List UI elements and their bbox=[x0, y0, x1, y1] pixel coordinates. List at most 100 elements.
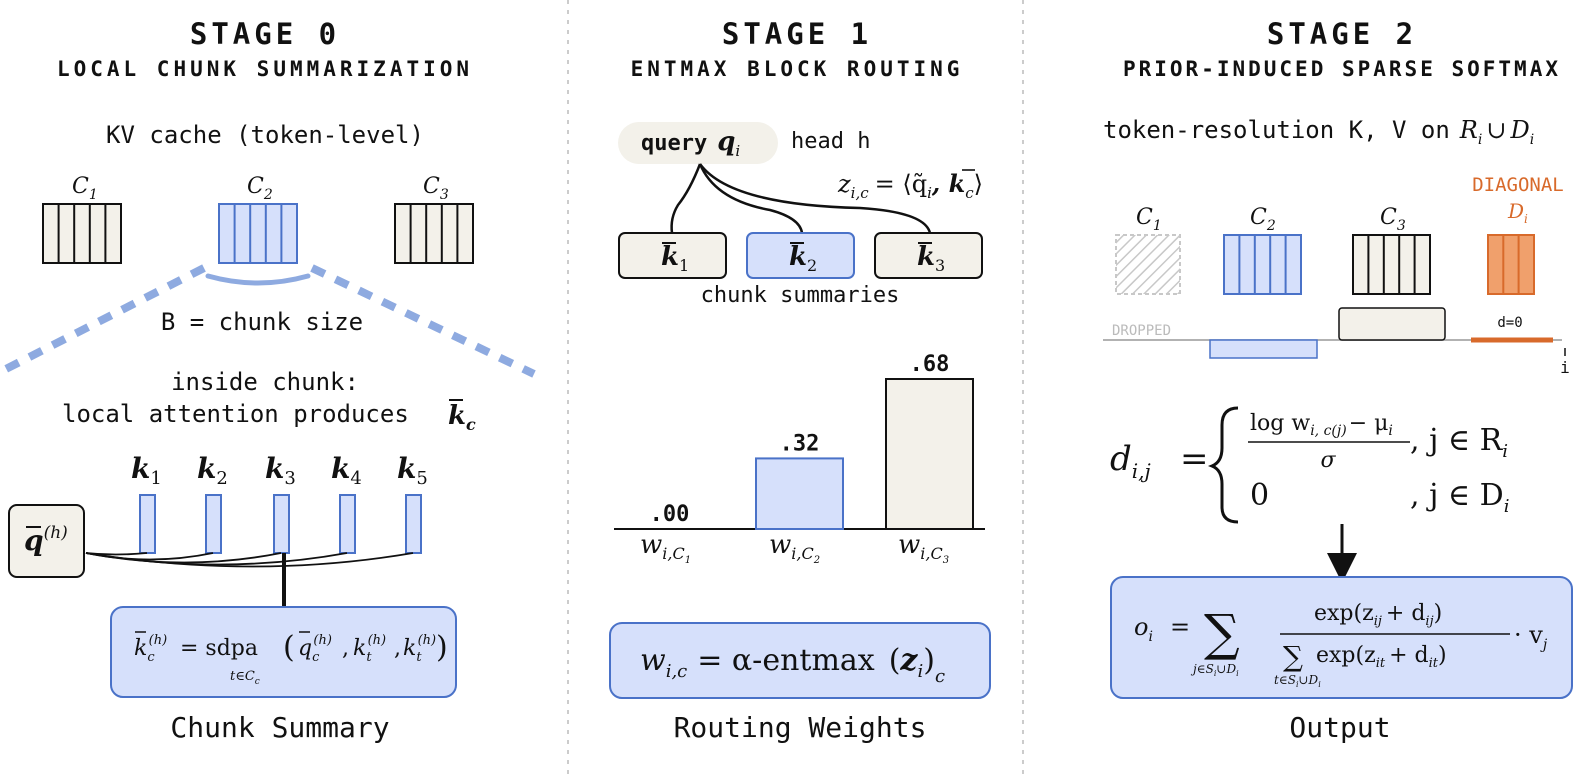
svg-text:oi: oi bbox=[1134, 613, 1153, 645]
summary-box-2 bbox=[746, 232, 855, 279]
query-branches bbox=[670, 163, 932, 234]
stage1-title: STAGE 1 bbox=[722, 17, 872, 51]
dropped-label: DROPPED bbox=[1112, 323, 1171, 339]
svg-text:= sdpa: = sdpa bbox=[180, 636, 258, 661]
svg-text:exp(zit+ dit): exp(zit+ dit) bbox=[1316, 643, 1447, 671]
key-label-2: k2 bbox=[197, 452, 228, 489]
svg-text:qc(h): qc(h) bbox=[298, 633, 332, 665]
output-formula: oi = ∑ j∈Si∪Di exp(zij+ dij) ∑ exp(zit+ … bbox=[1134, 601, 1548, 689]
s2-chunk-block-2 bbox=[1223, 234, 1302, 295]
key-label-5: k5 bbox=[397, 452, 428, 489]
weight-bar-3 bbox=[885, 378, 974, 530]
prior-formula: di,j = log wi, c(j)− μi σ , j ∈ Ri 0 , j… bbox=[1110, 406, 1509, 524]
svg-text:0: 0 bbox=[1250, 478, 1269, 513]
key-bar-2 bbox=[205, 494, 222, 554]
s2-chunk-label-3: C3 bbox=[1380, 205, 1406, 234]
stage1-panel: STAGE 1 ENTMAX BLOCK ROUTING query qi he… bbox=[609, 17, 991, 744]
i-label: i bbox=[1560, 358, 1570, 377]
svg-text:log wi, c(j)− μi: log wi, c(j)− μi bbox=[1250, 411, 1393, 439]
routing-score-formula: zi,c= ⟨q̃i, kc⟩ bbox=[837, 169, 983, 202]
summary-box-1 bbox=[618, 232, 727, 279]
weight-value-1: .00 bbox=[650, 502, 690, 527]
stage2-title: STAGE 2 bbox=[1267, 17, 1417, 51]
svg-text:, j ∈ Di: , j ∈ Di bbox=[1410, 478, 1509, 517]
chunk-size-brace bbox=[205, 273, 311, 286]
key-bar-4 bbox=[339, 494, 356, 554]
svg-text:exp(zij+ dij): exp(zij+ dij) bbox=[1314, 601, 1442, 629]
svg-text:,: , bbox=[342, 636, 349, 661]
kbar-c-symbol: kc bbox=[448, 401, 476, 434]
svg-text:=: = bbox=[1180, 439, 1209, 479]
routing-formula-box bbox=[609, 622, 991, 699]
attention-curves bbox=[85, 552, 414, 568]
chunk-size-label: B = chunk size bbox=[161, 308, 363, 336]
routing-weights-chart: .00 .32 .68 wi,C1 wi,C2 wi,C3 bbox=[614, 352, 985, 566]
svg-text:· vj: · vj bbox=[1514, 621, 1548, 653]
piecewise-brace bbox=[1207, 406, 1239, 524]
stage2-panel: STAGE 2 PRIOR-INDUCED SPARSE SOFTMAX tok… bbox=[1103, 17, 1573, 744]
chunk-label-2: C2 bbox=[247, 174, 273, 203]
chunk-block-2 bbox=[218, 203, 298, 264]
stage0-title: STAGE 0 bbox=[190, 17, 340, 51]
token-resolution-label: token-resolution K, V on Ri∪Di bbox=[1103, 116, 1534, 148]
output-formula-box bbox=[1110, 576, 1573, 699]
diagonal-label: DIAGONAL bbox=[1472, 174, 1564, 196]
kv-cache-label: KV cache (token-level) bbox=[106, 121, 424, 149]
diagonal-symbol: Di bbox=[1507, 199, 1528, 226]
svg-text:σ: σ bbox=[1320, 448, 1336, 473]
chunk-summary-formula: kc(h) = sdpa t∈Cc ( qc(h) , kt(h) , kt(h… bbox=[134, 630, 448, 687]
weight-value-2: .32 bbox=[780, 431, 820, 456]
stage1-subtitle: ENTMAX BLOCK ROUTING bbox=[631, 57, 964, 81]
chunk-block-1 bbox=[42, 203, 122, 264]
dropped-chunk bbox=[1115, 234, 1181, 295]
svg-text:): ) bbox=[436, 630, 448, 665]
svg-text:∑: ∑ bbox=[1283, 640, 1303, 673]
zoom-line-left bbox=[2, 264, 206, 374]
key-bar-1 bbox=[139, 494, 156, 554]
prior-bar-negative bbox=[1209, 339, 1318, 359]
svg-text:di,j: di,j bbox=[1110, 439, 1151, 483]
weight-category-1: wi,C1 bbox=[640, 530, 691, 566]
chunk-query-symbol: q(h) bbox=[24, 523, 68, 557]
weight-bar-2 bbox=[755, 457, 844, 531]
inside-chunk-line1: inside chunk: bbox=[171, 368, 359, 396]
s2-chunk-label-1: C1 bbox=[1136, 205, 1162, 234]
weight-value-3: .68 bbox=[910, 352, 950, 377]
diagonal-block bbox=[1487, 234, 1535, 295]
key-bar-3 bbox=[273, 494, 290, 554]
stage2-caption: Output bbox=[1289, 711, 1390, 744]
summary-label-3: k3 bbox=[917, 242, 945, 275]
svg-text:, j ∈ Ri: , j ∈ Ri bbox=[1410, 423, 1508, 462]
weight-category-3: wi,C3 bbox=[898, 530, 949, 566]
svg-text:,: , bbox=[394, 636, 401, 661]
summary-box-3 bbox=[874, 232, 983, 279]
routing-query-label: query qi bbox=[641, 127, 740, 160]
chunk-block-3 bbox=[394, 203, 474, 264]
summary-label-1: k1 bbox=[661, 242, 689, 275]
routing-formula: wi,c= α-entmax(zi)c bbox=[640, 643, 945, 687]
chunk-label-3: C3 bbox=[423, 174, 449, 203]
stage0-subtitle: LOCAL CHUNK SUMMARIZATION bbox=[57, 57, 473, 81]
head-label: head h bbox=[791, 129, 870, 154]
prior-bar-positive bbox=[1338, 307, 1446, 341]
key-label-3: k3 bbox=[265, 452, 296, 489]
chunk-query-box bbox=[8, 504, 85, 578]
svg-text:t∈Cc: t∈Cc bbox=[230, 669, 260, 687]
chunk-summaries-label: chunk summaries bbox=[701, 283, 900, 308]
svg-text:kt(h): kt(h) bbox=[353, 633, 386, 665]
svg-text:t∈Si∪Di: t∈Si∪Di bbox=[1274, 673, 1321, 689]
chunk-label-1: C1 bbox=[72, 174, 98, 203]
d0-label: d=0 bbox=[1497, 315, 1522, 331]
s2-chunk-label-2: C2 bbox=[1250, 205, 1276, 234]
s2-chunk-block-3 bbox=[1352, 234, 1431, 295]
svg-text:=: = bbox=[1170, 613, 1190, 641]
routing-query-pill bbox=[618, 122, 778, 164]
svg-text:j∈Si∪Di: j∈Si∪Di bbox=[1190, 662, 1239, 678]
inside-chunk-line2: local attention produces bbox=[62, 400, 409, 428]
summary-label-2: k2 bbox=[789, 242, 817, 275]
weight-category-2: wi,C2 bbox=[769, 530, 820, 566]
stage0-panel: STAGE 0 LOCAL CHUNK SUMMARIZATION KV cac… bbox=[2, 17, 536, 744]
stage1-caption: Routing Weights bbox=[674, 711, 927, 744]
stage0-caption: Chunk Summary bbox=[170, 711, 389, 744]
